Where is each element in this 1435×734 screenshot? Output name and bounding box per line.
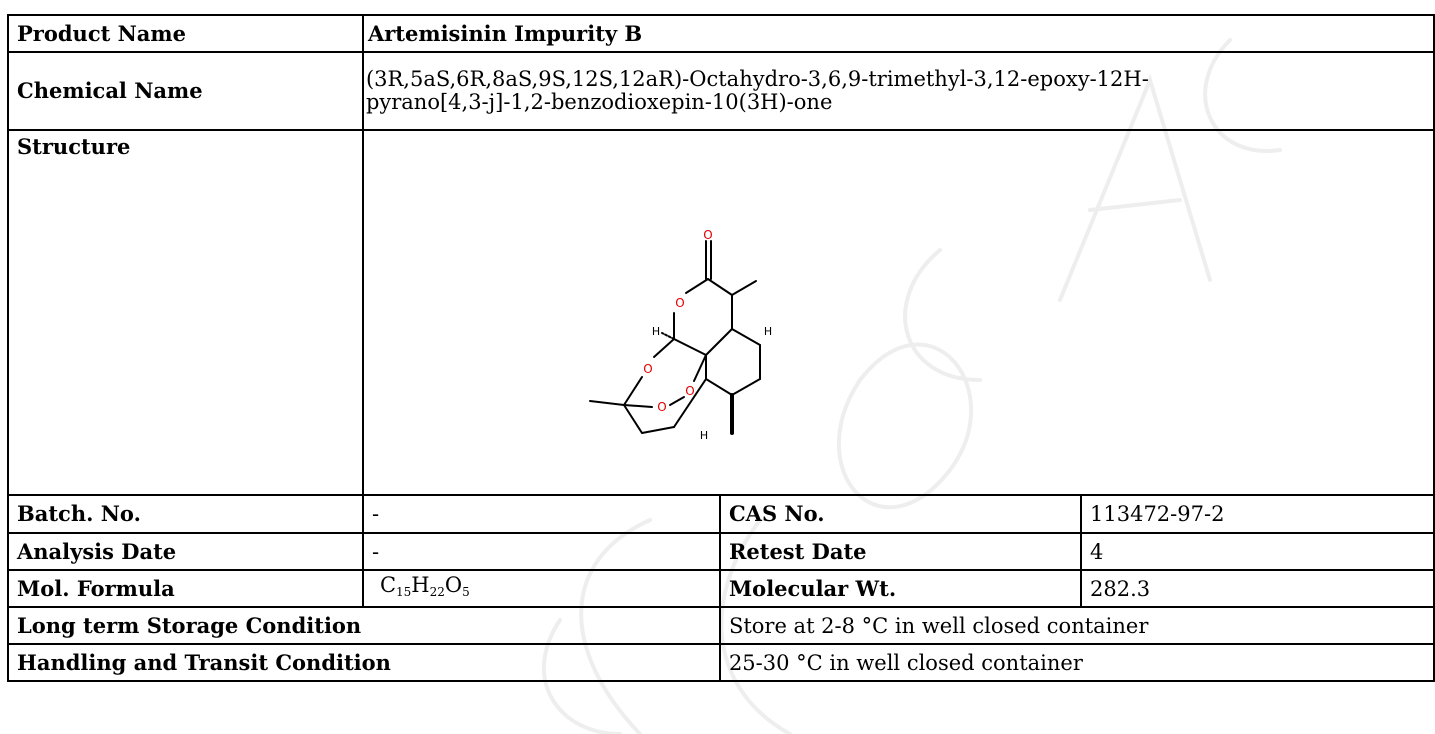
- atom-oxygen: O: [685, 384, 694, 398]
- molecular-weight-label: Molecular Wt.: [718, 569, 1083, 608]
- structure-label: Structure: [7, 129, 364, 496]
- atom-hydrogen: H: [652, 325, 660, 338]
- row-storage: Long term Storage Condition Store at 2-8…: [7, 606, 1435, 645]
- handling-label: Handling and Transit Condition: [7, 643, 721, 682]
- structure-cell: O O O O O H H H: [361, 129, 1435, 496]
- atom-oxygen: O: [643, 362, 652, 376]
- bond: [704, 328, 733, 356]
- bond: [692, 354, 707, 382]
- bond: [622, 404, 653, 408]
- bond: [730, 280, 757, 296]
- bond: [730, 378, 761, 396]
- bond: [706, 278, 733, 296]
- cas-value: 113472-97-2: [1080, 494, 1435, 534]
- chemical-name-label: Chemical Name: [7, 51, 364, 131]
- coa-table: Product Name Artemisinin Impurity B Chem…: [7, 14, 1435, 682]
- batch-value: -: [361, 494, 721, 534]
- product-name-label: Product Name: [7, 14, 364, 53]
- bond: [730, 328, 761, 346]
- chemical-structure: O O O O O H H H: [588, 228, 772, 441]
- row-analysis: Analysis Date - Retest Date 4: [7, 532, 1435, 571]
- bond: [640, 426, 675, 434]
- atom-hydrogen: H: [700, 429, 708, 441]
- row-chemical-name: Chemical Name (3R,5aS,6R,8aS,9S,12S,12aR…: [7, 51, 1435, 131]
- chemical-name-line-1: (3R,5aS,6R,8aS,9S,12S,12aR)-Octahydro-3,…: [365, 67, 1149, 91]
- molecular-weight-value: 282.3: [1080, 569, 1435, 608]
- mol-formula-label: Mol. Formula: [7, 569, 364, 608]
- bond: [652, 338, 675, 358]
- atom-hydrogen: H: [764, 325, 772, 338]
- row-handling: Handling and Transit Condition 25-30 °C …: [7, 643, 1435, 682]
- bond: [622, 404, 643, 434]
- batch-label: Batch. No.: [7, 494, 364, 534]
- retest-date-value: 4: [1080, 532, 1435, 571]
- product-name-value: Artemisinin Impurity B: [361, 14, 1435, 53]
- row-formula: Mol. Formula C15H22O5 Molecular Wt. 282.…: [7, 569, 1435, 608]
- bond: [622, 376, 643, 406]
- retest-date-label: Retest Date: [718, 532, 1083, 571]
- bond: [684, 278, 709, 294]
- row-structure: Structure: [7, 129, 1435, 496]
- formula-c: C: [379, 573, 397, 597]
- formula-h: H: [411, 573, 430, 597]
- bond: [588, 400, 625, 406]
- bond: [672, 378, 707, 428]
- mol-formula-value: C15H22O5: [361, 569, 721, 608]
- analysis-date-label: Analysis Date: [7, 532, 364, 571]
- row-product-name: Product Name Artemisinin Impurity B: [7, 14, 1435, 53]
- row-batch: Batch. No. - CAS No. 113472-97-2: [7, 494, 1435, 534]
- formula-o: O: [444, 573, 463, 597]
- storage-value: Store at 2-8 °C in well closed container: [718, 606, 1435, 645]
- bond: [668, 396, 685, 406]
- storage-label: Long term Storage Condition: [7, 606, 721, 645]
- atom-oxygen: O: [657, 400, 666, 414]
- cas-label: CAS No.: [718, 494, 1083, 534]
- atom-oxygen: O: [703, 228, 712, 242]
- handling-value: 25-30 °C in well closed container: [718, 643, 1435, 682]
- bond: [672, 338, 707, 356]
- formula-h-count: 22: [429, 585, 445, 599]
- chemical-name-value: (3R,5aS,6R,8aS,9S,12S,12aR)-Octahydro-3,…: [361, 51, 1435, 131]
- bond: [704, 378, 733, 396]
- bond: [660, 332, 675, 340]
- chemical-name-line-2: pyrano[4,3-j]-1,2-benzodioxepin-10(3H)-o…: [365, 90, 833, 114]
- analysis-date-value: -: [361, 532, 721, 571]
- formula-c-count: 15: [396, 585, 412, 599]
- coa-sheet: Product Name Artemisinin Impurity B Chem…: [7, 14, 1435, 682]
- atom-oxygen: O: [675, 296, 684, 310]
- formula-o-count: 5: [462, 585, 470, 599]
